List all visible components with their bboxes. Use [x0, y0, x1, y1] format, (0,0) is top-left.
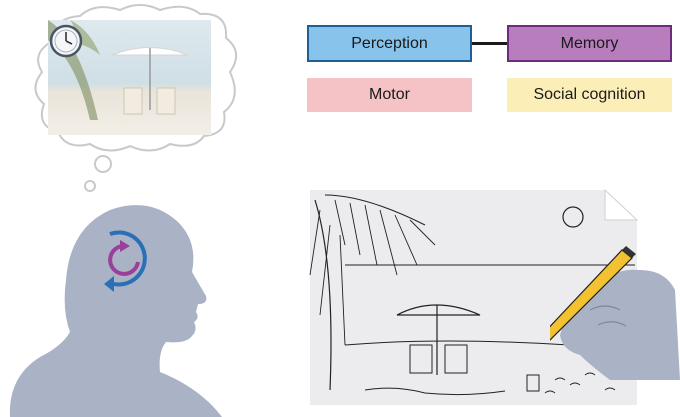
perception-box: Perception	[307, 25, 472, 62]
memory-label: Memory	[560, 34, 619, 52]
pencil-icon	[550, 246, 636, 341]
beach-photo	[48, 20, 211, 135]
thought-bubble-icon	[34, 4, 237, 192]
perception-label: Perception	[351, 34, 428, 52]
motor-label: Motor	[369, 86, 410, 103]
head-silhouette-icon	[9, 205, 222, 417]
clock-icon	[49, 24, 83, 58]
social-cognition-box: Social cognition	[507, 78, 672, 112]
motor-box: Motor	[307, 78, 472, 112]
drawing-hand-icon	[550, 246, 680, 380]
perception-memory-connector	[472, 42, 507, 45]
circular-arrows-icon	[104, 230, 147, 292]
social-cognition-label: Social cognition	[533, 86, 646, 103]
memory-box: Memory	[507, 25, 672, 62]
